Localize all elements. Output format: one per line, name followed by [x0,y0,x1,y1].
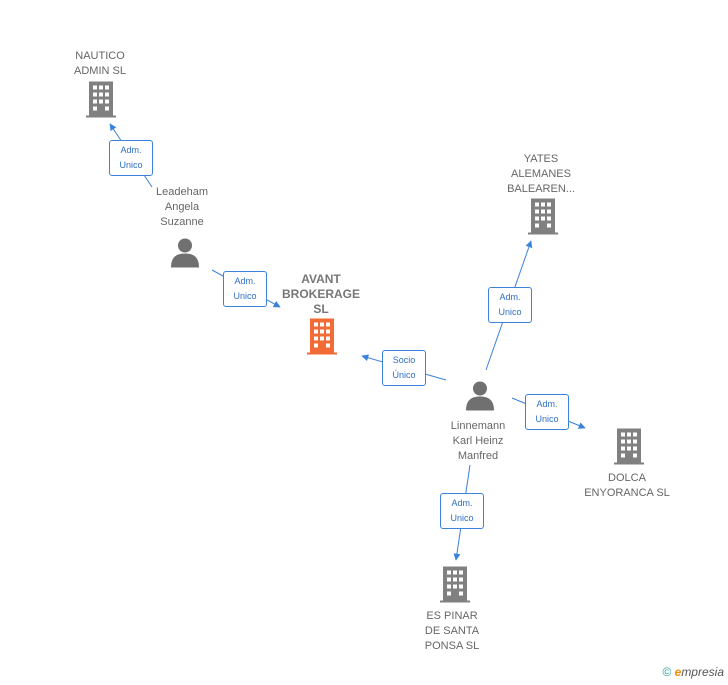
node-label-leadeham: Leadeham Angela Suzanne [156,186,208,228]
edge-label-linnemann-dolca[interactable]: Adm. Unico [525,394,569,430]
brand-initial: e [674,665,682,679]
node-label-avant: AVANT BROKERAGE SL [281,272,361,316]
node-label-linnemann: Linnemann Karl Heinz Manfred [450,420,506,462]
person-icon[interactable] [170,238,200,273]
edge-label-linnemann-yates[interactable]: Adm. Unico [488,287,532,323]
person-icon[interactable] [465,381,495,416]
edge-label-linnemann-espinar[interactable]: Adm. Unico [440,493,484,529]
edge-label-linnemann-avant[interactable]: Socio Único [382,350,426,386]
edge-label-leadeham-nautico[interactable]: Adm. Unico [109,140,153,176]
node-label-dolca: DOLCA ENYORANCA SL [584,472,670,499]
brand-name: mpresia [681,665,724,679]
building-icon[interactable] [86,81,116,123]
footer-brand: © empresia [662,665,724,679]
node-label-yates: YATES ALEMANES BALEAREN... [507,153,575,195]
node-label-nautico: NAUTICO ADMIN SL [74,50,126,77]
building-icon[interactable] [440,566,470,608]
copyright-symbol: © [662,665,672,679]
building-icon[interactable] [305,318,339,360]
building-icon[interactable] [528,198,558,240]
node-label-espinar: ES PINAR DE SANTA PONSA SL [424,610,480,652]
building-icon[interactable] [614,428,644,470]
edge-label-leadeham-avant[interactable]: Adm. Unico [223,271,267,307]
